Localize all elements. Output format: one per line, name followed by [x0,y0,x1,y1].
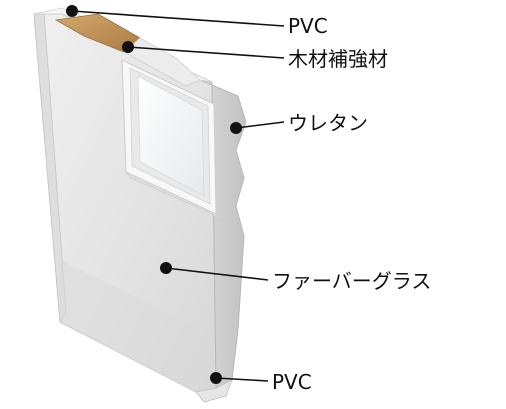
dot-fiberglass [160,262,172,274]
top-molding [123,37,201,87]
leader-pvc-bottom [215,377,269,382]
dot-pvc-bottom [210,372,222,384]
door-cut-edge [199,79,247,389]
bottom-molding [125,171,227,223]
leader-fiberglass [165,267,269,281]
callout-dots [66,5,242,384]
label-pvc-top: PVC [288,14,328,38]
dot-pvc-top [66,5,78,17]
label-wood-reinforcement: 木材補強材 [288,47,388,71]
bottom-pvc-edge [195,379,233,403]
label-urethane: ウレタン [288,111,368,135]
leader-wood [127,46,285,59]
window-glass [137,75,205,197]
leader-urethane [235,121,285,129]
label-fiberglass: ファーバーグラス [272,269,431,293]
face-shading [60,260,216,392]
dot-urethane [230,122,242,134]
label-pvc-bottom: PVC [272,370,312,394]
leader-lines [71,10,285,382]
leader-pvc-top [71,10,285,27]
dot-wood [122,41,134,53]
